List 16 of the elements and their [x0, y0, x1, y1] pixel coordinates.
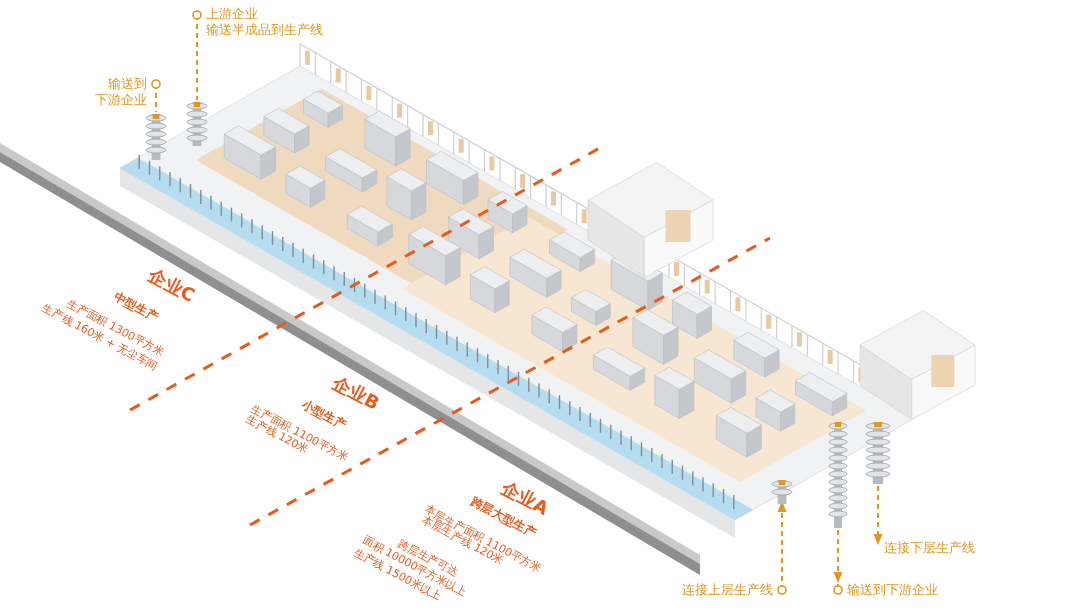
conveyor-tower-drawing — [771, 478, 793, 506]
conveyor-tower-drawing — [186, 100, 208, 148]
callout-text: 输送半成品到生产线 — [206, 22, 323, 38]
leader-arrow — [873, 485, 883, 545]
callout-text: 连接上层生产线 — [681, 582, 773, 598]
callout-text: 输送到下游企业 — [847, 582, 938, 598]
conveyor-tower-drawing — [865, 420, 891, 486]
callout-text: 输送到 — [107, 76, 147, 92]
callout-text: 下游企业 — [94, 92, 147, 108]
leader-arrow — [777, 501, 787, 595]
conveyor-tower-drawing — [145, 112, 167, 162]
leader-arrow — [832, 529, 844, 595]
conveyor-tower-drawing — [828, 420, 848, 530]
enterprise-heading: 企业C — [144, 264, 199, 306]
callout-text: 连接下层生产线 — [884, 540, 975, 556]
callout-text: 上游企业 — [206, 6, 259, 22]
